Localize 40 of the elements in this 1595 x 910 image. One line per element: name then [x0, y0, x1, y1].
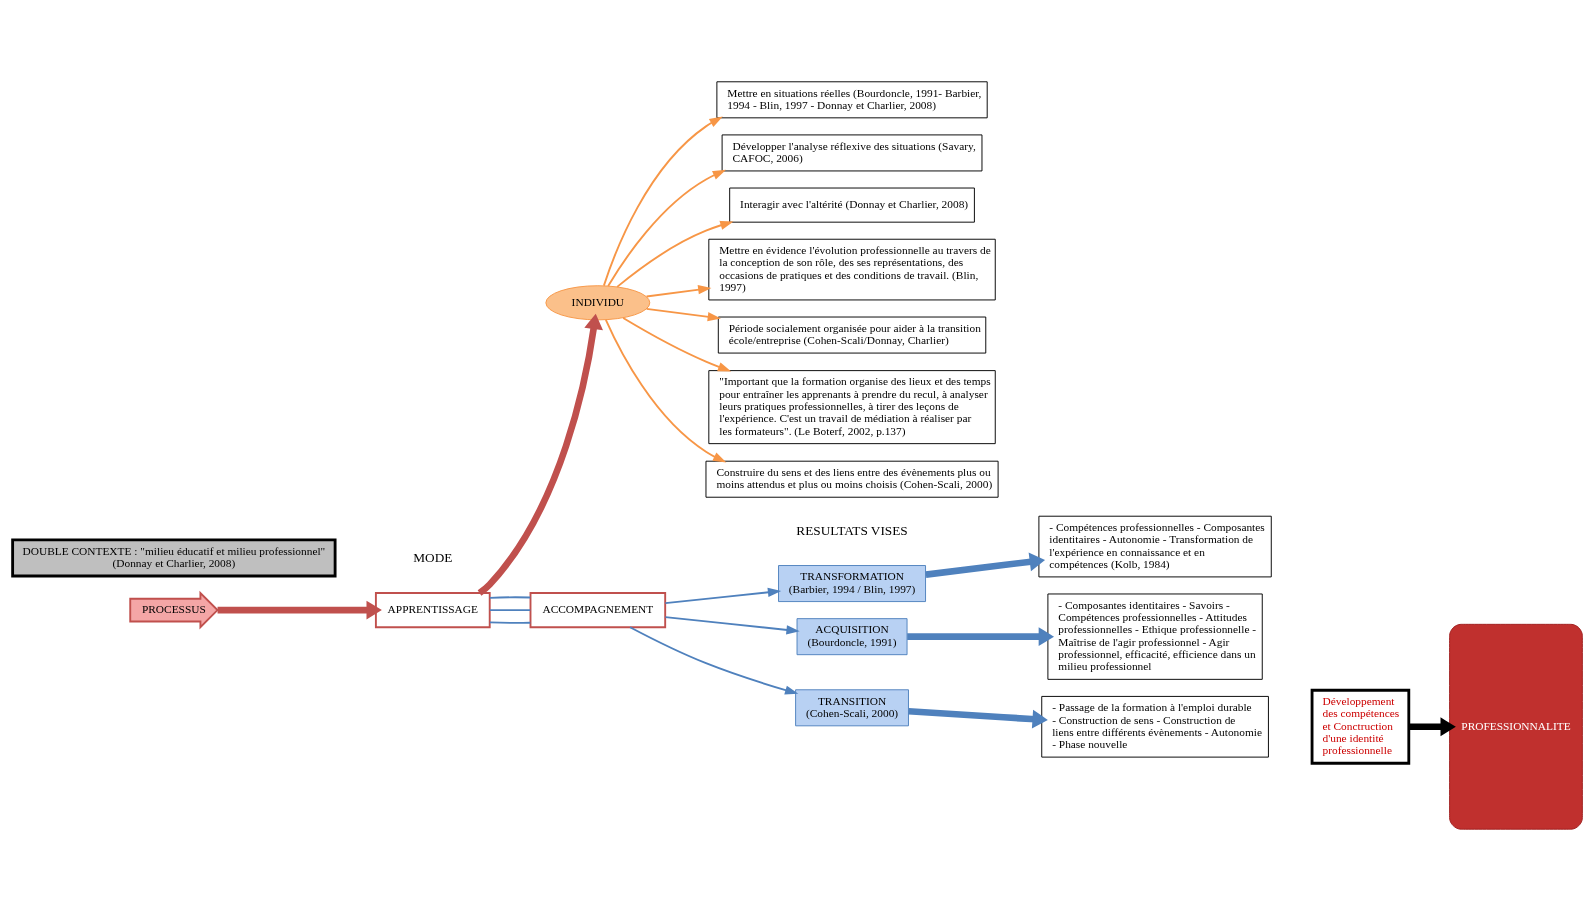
label: RESULTATS VISES	[796, 522, 908, 538]
arrow	[664, 587, 782, 604]
label: MODE	[413, 549, 453, 565]
arrow	[908, 707, 1048, 728]
node-box: Interagir avec l'altérité (Donnay et Charlier, 2008)	[729, 187, 975, 223]
node-box: Développement des compétences et Conctruction d'une identité professionnelle	[1310, 688, 1411, 765]
arrow	[629, 625, 799, 695]
arrow	[477, 313, 603, 596]
node-box: DOUBLE CONTEXTE : "milieu éducatif et milieu professionnel" (Donnay et Charlier, 2008)	[11, 538, 337, 577]
arrow	[925, 552, 1046, 578]
arrow	[217, 600, 382, 620]
arrow	[664, 615, 800, 634]
connector	[488, 608, 532, 611]
arrow	[1409, 716, 1456, 736]
node-box: "Important que la formation organise des lieux et des temps pour entraîner les apprenants à prendre du recul, à analyser leurs pratiques professionnelles, à tirer des leçons de l'expérience. C'est un travail de médiation à réaliser par les formateurs". (Le Boterf, 2002, p.137)	[708, 369, 996, 444]
node-box: Construire du sens et des liens entre des évènements plus ou moins attendus et plus ou moins choisis (Cohen-Scali, 2000)	[705, 460, 999, 498]
arrow	[602, 116, 723, 287]
node-box: Période socialement organisée pour aider à la transition école/entreprise (Cohen-Scali/Donnay, Charlier)	[717, 316, 987, 354]
arrow	[645, 284, 712, 297]
node-box: PROFESSIONNALITE	[1449, 623, 1583, 830]
node-box: TRANSITION (Cohen-Scali, 2000)	[795, 688, 909, 726]
arrow	[622, 316, 732, 372]
node-box: - Passage de la formation à l'emploi durable - Construction de sens - Construction de liens entre différents évènements - Autonomie - Phase nouvelle	[1041, 695, 1269, 758]
node-box: Mettre en situations réelles (Bourdoncle, 1991- Barbier, 1994 - Blin, 1997 - Donnay et Charlier, 2008)	[716, 80, 988, 118]
node-box: Développer l'analyse réflexive des situations (Savary, CAFOC, 2006)	[721, 133, 983, 171]
node-box: Mettre en évidence l'évolution professionnelle au travers de la conception de son rôle, des ses représentations, des occasions de pratiques et des conditions de travail. (Blin, 1997)	[708, 238, 996, 300]
node-box: TRANSFORMATION (Barbier, 1994 / Blin, 1997)	[778, 564, 927, 602]
arrow	[616, 220, 734, 288]
node-ellipse: INDIVIDU	[545, 284, 651, 320]
connector	[488, 595, 532, 599]
arrow	[607, 169, 727, 287]
arrow	[907, 626, 1054, 646]
node-box: APPRENTISSAGE	[374, 591, 491, 628]
arrow	[604, 318, 727, 462]
node-box: ACQUISITION (Bourdoncle, 1991)	[796, 617, 908, 655]
node-box: ACCOMPAGNEMENT	[529, 591, 667, 628]
arrow	[645, 307, 721, 321]
node-box: - Composantes identitaires - Savoirs - Compétences professionnelles - Attitudes professionnelles - Ethique professionnelle - Maîtrise de l'agir professionnel - Agir professionnel, efficacité, efficience dans un milieu professionnel	[1047, 593, 1263, 680]
connector	[488, 620, 532, 624]
node-box: - Compétences professionnelles - Composantes identitaires - Autonomie - Transformation de l'expérience en connaissance et en compétences (Kolb, 1984)	[1038, 515, 1272, 577]
